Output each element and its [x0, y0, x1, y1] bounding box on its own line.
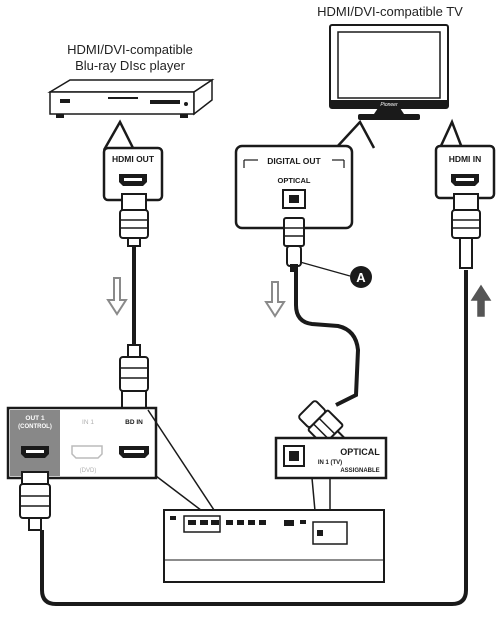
callout-tv-hdmi-in: HDMI IN	[434, 118, 496, 200]
receiver-optical-panel: OPTICAL IN 1 (TV) ASSIGNABLE	[274, 436, 388, 480]
callout-a: A	[299, 261, 372, 288]
receiver-hdmi-panel: OUT 1 (CONTROL) IN 1 (DVD) BD IN	[6, 406, 158, 480]
hdmi-plug-out1	[19, 471, 51, 531]
player-label-line2: Blu-ray DIsc player	[75, 58, 185, 73]
tv-hdmi-in-label: HDMI IN	[449, 154, 482, 164]
receiver-in1-tv-label: IN 1 (TV)	[318, 460, 342, 466]
receiver-optical-label: OPTICAL	[340, 447, 380, 457]
optical-cable	[294, 270, 361, 407]
arrow-up-right-icon	[470, 284, 492, 317]
tv-brand: Pioneer	[380, 102, 398, 108]
out1-label: OUT 1	[25, 415, 45, 422]
out1-control-label: (CONTROL)	[18, 424, 52, 430]
callout-a-letter: A	[356, 270, 366, 285]
hdmi-plug-tv	[451, 193, 481, 269]
callout-player-hdmi-out: HDMI OUT	[102, 119, 164, 202]
player-label-line1: HDMI/DVI-compatible	[67, 42, 193, 57]
tv-optical-label: OPTICAL	[278, 176, 311, 185]
in1-label: IN 1	[82, 419, 94, 426]
av-receiver	[163, 509, 385, 583]
arrow-down-middle-icon	[264, 281, 286, 318]
bd-in-label: BD IN	[125, 419, 143, 426]
bluray-player	[47, 78, 215, 118]
tv-label: HDMI/DVI-compatible TV	[317, 4, 463, 19]
hdmi-plug-bd-in	[119, 344, 149, 410]
tv-digital-out-label: DIGITAL OUT	[267, 156, 321, 166]
optical-plug-tv	[283, 217, 305, 272]
tv: Pioneer	[329, 24, 449, 120]
arrow-down-left-icon	[106, 277, 128, 316]
callout-tv-digital-out: DIGITAL OUT OPTICAL	[234, 119, 376, 230]
dvd-label: (DVD)	[80, 468, 97, 474]
cable-loop-bottom	[40, 270, 468, 606]
player-hdmi-out-label: HDMI OUT	[112, 154, 155, 164]
receiver-assignable-label: ASSIGNABLE	[340, 468, 379, 474]
hdmi-plug-player	[119, 193, 149, 247]
